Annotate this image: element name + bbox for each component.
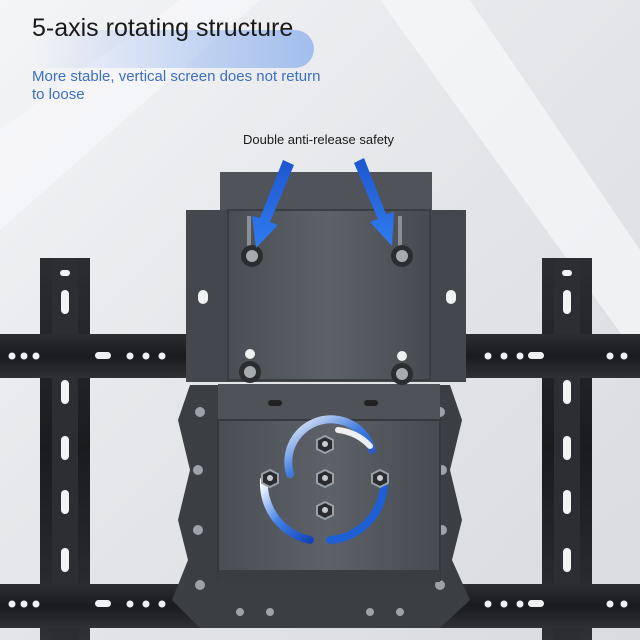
page-subtitle: More stable, vertical screen does not re… [32, 68, 321, 103]
page-title: 5-axis rotating structure [32, 14, 294, 42]
safety-bolts [239, 216, 413, 385]
title-highlight [30, 30, 314, 68]
safety-callout-label: Double anti-release safety [243, 132, 395, 147]
upper-bracket-plate [186, 172, 466, 382]
arrow-icon-right [354, 158, 394, 246]
lower-bracket-box [217, 384, 441, 582]
arrow-icon-left [252, 160, 294, 248]
rotation-ring-icon [259, 415, 389, 544]
